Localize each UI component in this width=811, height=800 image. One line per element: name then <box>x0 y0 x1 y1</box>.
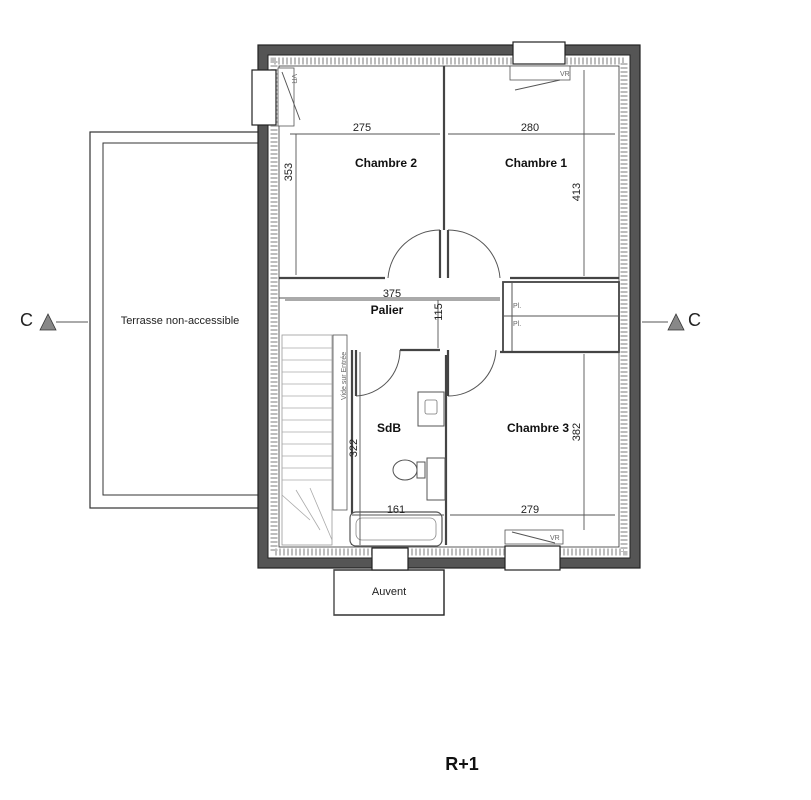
svg-text:C: C <box>20 310 33 330</box>
dim-161: 161 <box>387 504 405 516</box>
dim-382: 382 <box>571 423 583 441</box>
room-chambre1: Chambre 1 <box>505 156 567 170</box>
plan-title: R+1 <box>445 754 479 774</box>
dim-280: 280 <box>521 122 539 134</box>
window-chambre3 <box>504 545 561 571</box>
vide-label: Vide sur Entrée <box>341 352 348 400</box>
room-palier: Palier <box>371 303 404 317</box>
doors <box>354 229 501 397</box>
staircase: Vide sur Entrée <box>281 334 348 546</box>
svg-text:C: C <box>688 310 701 330</box>
outer-walls <box>257 44 641 569</box>
section-mark-left: C <box>20 310 88 331</box>
partitions: Pl. Pl. <box>279 66 620 545</box>
bathtub <box>349 511 443 547</box>
room-sdb: SdB <box>377 421 401 435</box>
canopy: Auvent <box>333 569 445 616</box>
room-chambre2: Chambre 2 <box>355 156 417 170</box>
windows: VR VR VR <box>251 41 571 571</box>
bathroom-fixtures <box>349 391 446 547</box>
dim-375: 375 <box>383 288 401 300</box>
toilet <box>392 459 418 481</box>
window-chambre1 <box>512 41 566 65</box>
window-sdb <box>371 547 409 571</box>
terrace: Terrasse non-accessible <box>89 131 261 509</box>
dim-279: 279 <box>521 504 539 516</box>
section-mark-right: C <box>642 310 701 331</box>
canopy-label: Auvent <box>372 586 406 598</box>
dim-275: 275 <box>353 122 371 134</box>
room-chambre3: Chambre 3 <box>507 421 569 435</box>
svg-text:VR: VR <box>560 71 570 78</box>
svg-text:VR: VR <box>290 74 297 84</box>
dim-353: 353 <box>283 163 295 181</box>
dimension-lines <box>285 70 615 545</box>
dim-322: 322 <box>348 439 360 457</box>
sink <box>417 391 445 427</box>
shower-unit <box>426 457 446 501</box>
window-chambre2 <box>251 69 277 126</box>
svg-text:Pl.: Pl. <box>513 321 521 328</box>
terrace-label: Terrasse non-accessible <box>121 315 240 327</box>
svg-text:Pl.: Pl. <box>513 303 521 310</box>
dim-413: 413 <box>571 183 583 201</box>
dim-115: 115 <box>433 303 445 321</box>
svg-text:VR: VR <box>550 535 560 542</box>
